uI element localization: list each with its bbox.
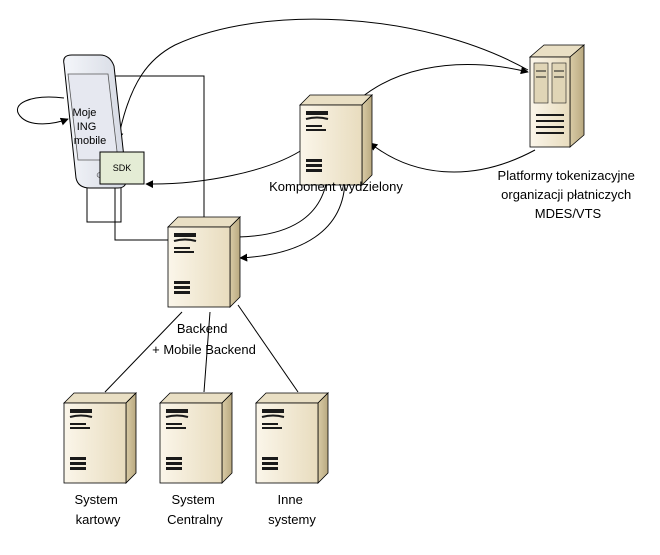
mobile-phone: Moje ING mobile SDK [63, 54, 145, 189]
backend-to-other-systems-line [237, 304, 299, 393]
sdk-label: SDK [113, 163, 132, 173]
other-systems-server-icon [255, 392, 329, 484]
component-server-icon [299, 94, 373, 186]
backend-to-card-system-line [104, 311, 183, 393]
central-system-label: System Centralny [167, 492, 223, 527]
central-system-label-line: System [172, 492, 215, 507]
component-to-sdk-arrow [145, 147, 306, 189]
tokenization-to-component-arrow [369, 142, 536, 173]
central-system-label-line: Centralny [167, 512, 223, 527]
backend-to-central-system-line [203, 311, 211, 393]
component-label: Komponent wydzielony [269, 179, 403, 194]
app-label-line: Moje [73, 107, 97, 119]
card-system-server-icon [63, 392, 137, 484]
other-systems-label-line: systemy [268, 512, 316, 527]
app-label-line: ING [77, 121, 97, 133]
sdk-box [99, 151, 145, 185]
component-to-backend-arrow [239, 177, 346, 262]
app-self-loop-arrow [17, 96, 69, 126]
component-label-line: Komponent wydzielony [269, 179, 403, 194]
tokenization-label-line: organizacji płatniczych [501, 187, 631, 202]
other-systems-label: Inne systemy [268, 492, 316, 527]
card-system-label-line: System [75, 492, 118, 507]
app-label: Moje ING mobile [73, 107, 107, 147]
backend-label: Backend + Mobile Backend [152, 321, 256, 357]
tokenization-server-icon [529, 44, 585, 148]
backend-connections [104, 304, 299, 393]
tokenization-label-line: MDES/VTS [535, 206, 602, 221]
card-system-label-line: kartowy [76, 512, 121, 527]
backend-label-line: Backend [177, 321, 228, 336]
tokenization-label: Platformy tokenizacyjne organizacji płat… [498, 168, 639, 221]
tokenization-to-phone-arrow [115, 18, 529, 141]
other-systems-label-line: Inne [278, 492, 303, 507]
app-label-line: mobile [74, 135, 106, 147]
card-system-label: System kartowy [75, 492, 122, 527]
tokenization-label-line: Platformy tokenizacyjne [498, 168, 635, 183]
backend-server-icon [167, 216, 241, 308]
central-system-server-icon [159, 392, 233, 484]
backend-label-line: + Mobile Backend [152, 342, 256, 357]
